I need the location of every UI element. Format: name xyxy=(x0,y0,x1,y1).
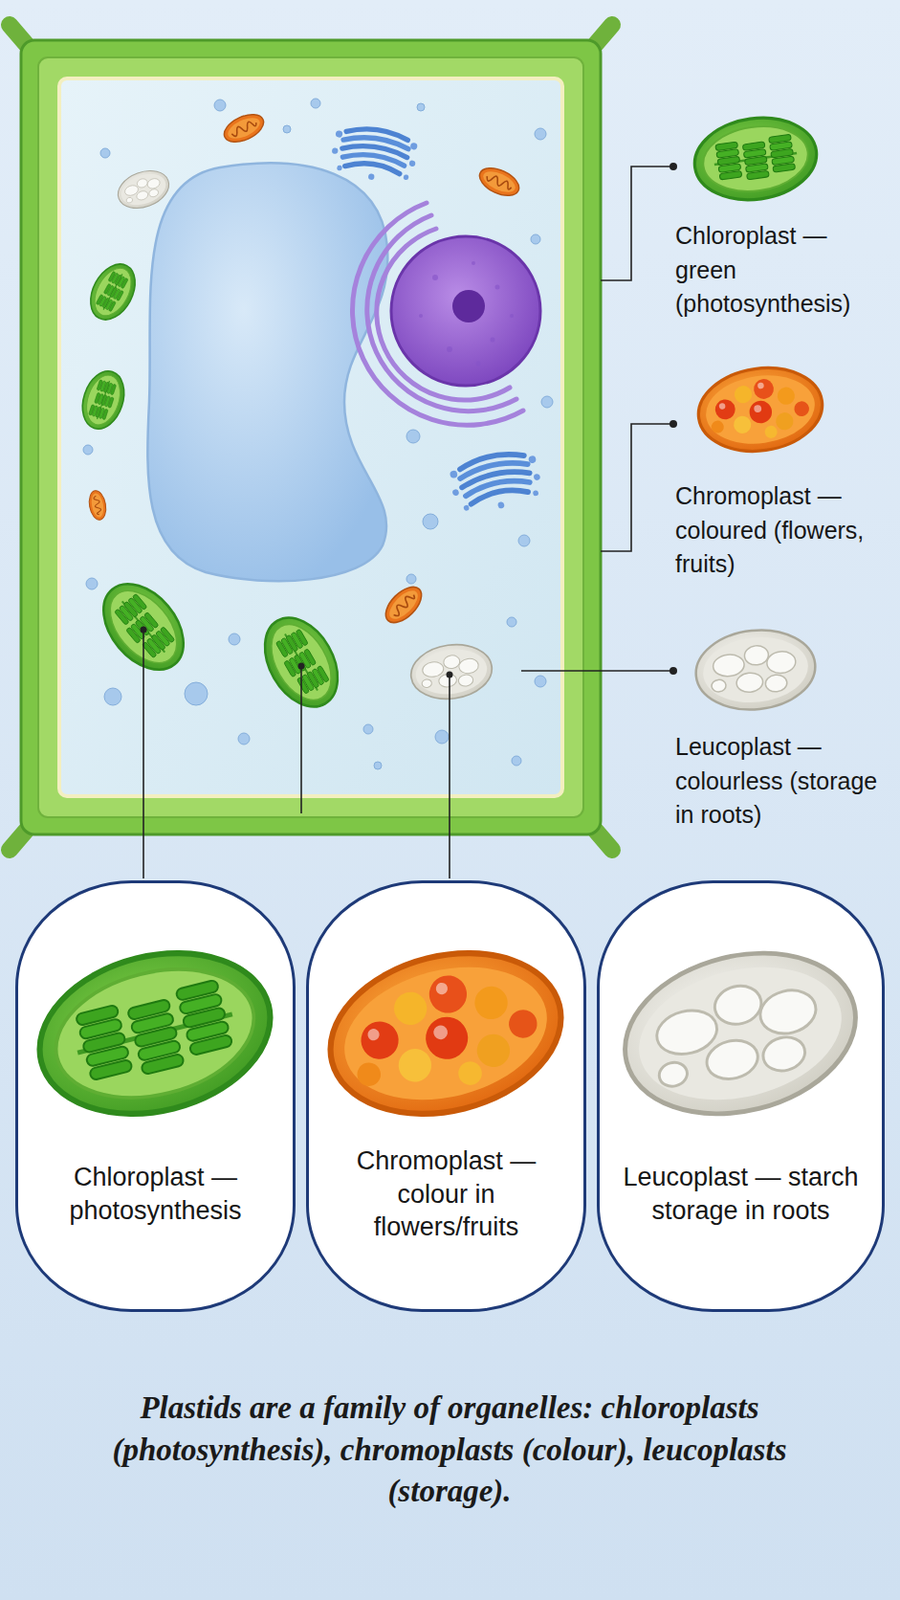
leader-dot xyxy=(140,626,148,634)
plastid-icon xyxy=(22,929,288,1137)
vesicle xyxy=(184,681,208,705)
vesicle xyxy=(534,128,547,140)
nucleolus xyxy=(452,289,485,323)
leader-line xyxy=(521,669,672,672)
plant-cell-illustration xyxy=(689,109,823,207)
vesicle xyxy=(541,395,553,408)
plastid-panel: Chloroplast — photosynthesis xyxy=(15,879,296,1312)
vesicle xyxy=(228,633,241,645)
vesicle xyxy=(422,513,439,529)
panel-text: Chromoplast — colour in flowers/fruits xyxy=(329,1143,563,1244)
chromatin xyxy=(471,261,476,265)
plastid-icon xyxy=(313,929,579,1137)
plastid-panel: Leucoplast — starch storage in roots xyxy=(596,879,885,1312)
leader-line xyxy=(600,166,672,281)
vesicle xyxy=(417,103,425,111)
vesicle xyxy=(373,761,382,769)
plant-cell-illustration xyxy=(219,109,268,148)
vesicle xyxy=(214,99,226,111)
plant-cell-illustration xyxy=(87,488,109,521)
chromatin xyxy=(418,261,514,367)
vesicle xyxy=(363,724,374,734)
panel-text: Leucoplast — starch storage in roots xyxy=(620,1160,861,1227)
leader-line xyxy=(300,665,303,813)
panel-outline xyxy=(15,879,296,1312)
cell-wall xyxy=(21,40,601,835)
panel-outline xyxy=(306,879,587,1312)
chromatin xyxy=(418,313,423,318)
vesicle xyxy=(511,755,522,766)
leader-dot xyxy=(446,671,454,679)
leader-line xyxy=(142,629,145,879)
vesicle xyxy=(406,429,420,443)
vesicle xyxy=(534,675,547,687)
plastid-icon xyxy=(608,929,874,1137)
plastid-label: Chloroplast — green (photosynthesis) xyxy=(675,219,894,322)
plant-cell-illustration xyxy=(112,164,175,216)
vesicle xyxy=(283,125,291,133)
plant-cell-illustration xyxy=(693,359,829,459)
panel-text: Chloroplast — photosynthesis xyxy=(39,1160,272,1227)
vesicle xyxy=(310,98,321,109)
vacuole xyxy=(147,162,388,581)
plastid-panel: Chromoplast — colour in flowers/fruits xyxy=(306,879,587,1312)
plant-cell-illustration xyxy=(446,446,546,518)
plant-cell-illustration xyxy=(81,256,144,328)
leader-dot xyxy=(669,419,678,428)
leader-dot xyxy=(669,162,678,171)
chromatin xyxy=(432,274,439,281)
cytoplasm xyxy=(59,78,563,796)
vesicle xyxy=(518,534,530,547)
plant-cell-illustration xyxy=(329,124,420,186)
leader-dot xyxy=(298,662,306,670)
vesicle xyxy=(83,98,553,769)
vesicle xyxy=(86,577,98,590)
vesicle xyxy=(506,616,517,627)
plastid-label: Leucoplast — colourless (storage in root… xyxy=(675,729,894,833)
plant-cell-illustration xyxy=(379,580,428,629)
vesicle xyxy=(406,573,417,584)
plant-cell-illustration xyxy=(692,623,820,715)
leader-line xyxy=(448,674,451,879)
plastid-label: Chromoplast — coloured (flowers, fruits) xyxy=(675,479,894,582)
plant-cell-illustration xyxy=(475,162,524,201)
plant-cell-illustration xyxy=(75,365,132,435)
plant-cell-illustration xyxy=(407,638,496,703)
leader-dot xyxy=(140,162,679,679)
panel-border xyxy=(307,881,586,1311)
vesicle xyxy=(530,234,541,244)
chromatin xyxy=(446,346,453,352)
caption: Plastids are a family of organelles: chl… xyxy=(62,1386,837,1513)
vesicle xyxy=(83,444,93,455)
leader-line xyxy=(143,166,672,879)
cell-wall-inner xyxy=(38,57,584,817)
nucleus xyxy=(391,236,541,386)
panel-border xyxy=(17,881,295,1311)
chromatin xyxy=(490,337,496,343)
vesicle xyxy=(100,148,110,158)
leader-line xyxy=(600,423,672,551)
vesicle xyxy=(238,732,250,745)
panel-border xyxy=(598,881,884,1311)
cell-wall-stubs xyxy=(9,24,613,850)
chromatin xyxy=(509,313,514,318)
chromatin xyxy=(495,285,501,290)
vesicle xyxy=(435,729,449,744)
vesicle xyxy=(104,687,122,705)
panel-outline xyxy=(596,879,885,1312)
chromatin xyxy=(476,361,482,367)
leader-dot xyxy=(669,666,678,675)
